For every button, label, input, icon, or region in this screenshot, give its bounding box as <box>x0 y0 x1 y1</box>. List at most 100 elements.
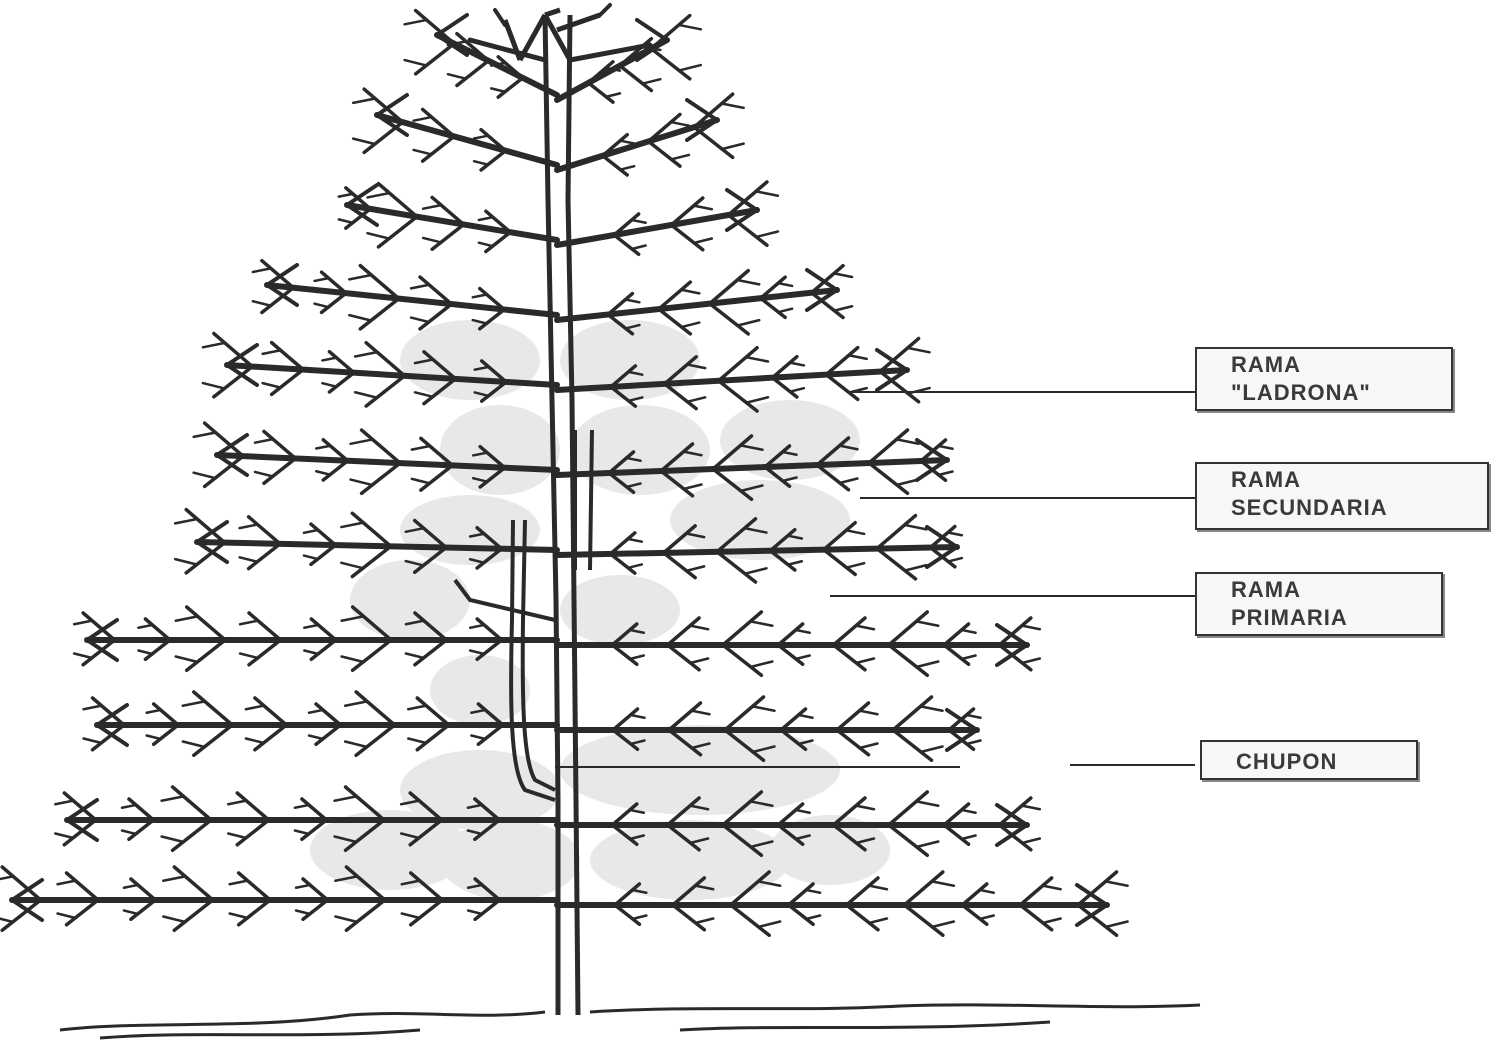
branch-stroke <box>932 922 954 928</box>
branch-stroke <box>856 806 874 810</box>
branch-stroke <box>249 544 281 569</box>
label-line: "LADRONA" <box>1231 379 1441 407</box>
branch-stroke <box>366 376 405 406</box>
branch-stroke <box>679 65 701 71</box>
branch-stroke <box>948 558 962 562</box>
branch-stroke <box>479 243 493 247</box>
branch-stroke <box>230 881 248 885</box>
branch-stroke <box>471 736 485 740</box>
branch-stroke <box>412 479 430 484</box>
branch-stroke <box>944 624 969 645</box>
branch-stroke <box>846 905 878 930</box>
branch-stroke <box>421 465 453 490</box>
branch-stroke <box>980 890 994 893</box>
branch-stroke <box>255 439 273 443</box>
branch-stroke <box>692 711 710 715</box>
branch-stroke <box>631 715 645 718</box>
branch-stroke <box>826 375 858 400</box>
branch-stroke <box>304 556 318 560</box>
branch-stroke <box>944 804 969 825</box>
label-line: PRIMARIA <box>1231 604 1431 632</box>
branch-stroke <box>758 922 780 928</box>
branch-stroke <box>194 725 233 755</box>
branch-stroke <box>846 563 864 568</box>
branch-stroke <box>648 141 680 166</box>
branch-stroke <box>124 911 138 915</box>
branch-stroke <box>122 805 136 808</box>
branch-stroke <box>806 916 820 920</box>
branch-stroke <box>316 704 341 725</box>
branch-stroke <box>163 876 185 880</box>
branch-stroke <box>203 343 225 347</box>
branch-stroke <box>368 233 390 239</box>
branch-stroke <box>55 834 73 839</box>
label-line: RAMA <box>1231 351 1441 379</box>
branch-stroke <box>613 709 638 730</box>
branch-stroke <box>175 519 197 523</box>
branch-stroke <box>856 659 874 664</box>
branch-stroke <box>339 219 353 223</box>
ground <box>60 1005 1200 1038</box>
branch-stroke <box>67 900 99 925</box>
branch-stroke <box>83 640 115 665</box>
branch-stroke <box>329 373 354 392</box>
branch-stroke <box>349 275 371 279</box>
label-rama-secundaria: RAMA SECUNDARIA <box>1195 462 1489 530</box>
branch-stroke <box>962 836 976 840</box>
branch-stroke <box>614 235 639 254</box>
branch-stroke <box>253 268 271 272</box>
branch-stroke <box>1020 905 1051 930</box>
branch-stroke <box>671 122 689 126</box>
branch-stroke <box>962 630 976 633</box>
branch-stroke <box>74 621 92 625</box>
branch-stroke <box>124 885 138 888</box>
branch-stroke <box>237 820 269 845</box>
branch-stroke <box>411 318 429 323</box>
branch-stroke <box>628 564 642 568</box>
branch-stroke <box>479 217 493 220</box>
branch-stroke <box>679 25 701 29</box>
branch-stroke <box>246 739 264 744</box>
branch-stroke <box>905 565 927 571</box>
branch-stroke <box>414 150 432 155</box>
branch-stroke <box>651 49 690 79</box>
branch-stroke <box>147 710 161 713</box>
branch-stroke <box>750 662 772 668</box>
label-line: SECUNDARIA <box>1231 494 1477 522</box>
branch-stroke <box>1043 886 1061 890</box>
branch-stroke <box>457 61 489 86</box>
branch-stroke <box>756 232 778 238</box>
branch-stroke <box>272 370 304 395</box>
branch-stroke <box>304 625 318 628</box>
branch-stroke <box>474 161 488 165</box>
branch-stroke <box>349 315 371 321</box>
branch-stroke <box>904 905 943 935</box>
branch-stroke <box>122 831 136 835</box>
branch-stroke <box>694 239 712 244</box>
branch-stroke <box>1022 626 1040 630</box>
branch-stroke <box>138 651 152 655</box>
branch-stroke <box>939 472 953 476</box>
branch-stroke <box>145 619 170 640</box>
branch-stroke <box>470 651 484 655</box>
branch-stroke <box>176 657 198 663</box>
branch-stroke <box>1043 919 1061 924</box>
branch-stroke <box>778 309 792 313</box>
branch-stroke <box>833 645 865 670</box>
branch-stroke <box>408 739 426 744</box>
branch-stroke <box>632 916 646 920</box>
branch-stroke <box>309 736 323 740</box>
branch-stroke <box>846 530 864 534</box>
branch-stroke <box>806 890 820 893</box>
branch-stroke <box>833 618 865 645</box>
branch-stroke <box>84 739 102 744</box>
branch-stroke <box>335 796 357 800</box>
branch-stroke <box>351 480 373 486</box>
branch-stroke <box>1022 839 1040 844</box>
branch-stroke <box>295 831 309 835</box>
branch-stroke <box>0 917 13 923</box>
branch-stroke <box>694 206 712 210</box>
branch-stroke <box>962 810 976 813</box>
branch-stroke <box>999 825 1030 850</box>
